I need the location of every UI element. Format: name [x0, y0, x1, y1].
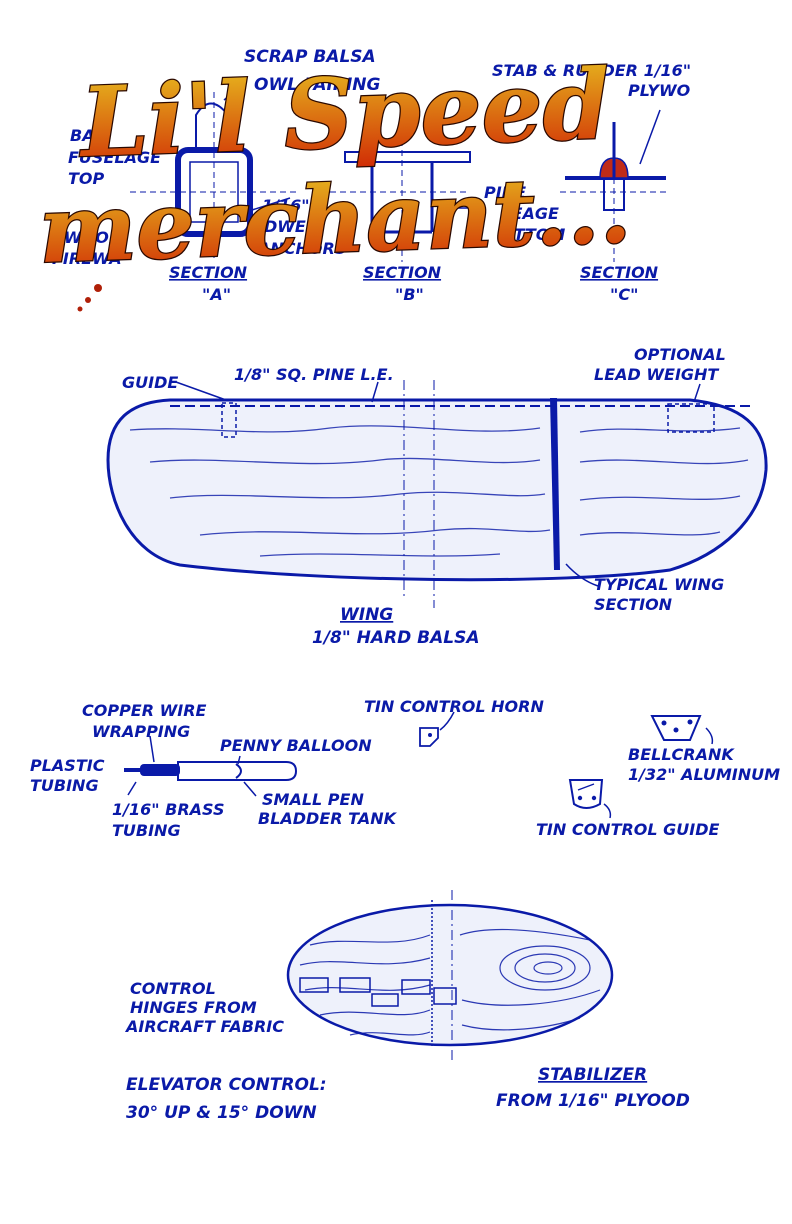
label-dowel-fairing: OWL FAIRING — [254, 75, 381, 95]
stabilizer-outline — [286, 903, 614, 1047]
label-small-pen: SMALL PEN — [262, 790, 364, 809]
label-lead-weight: LEAD WEIGHT — [594, 365, 719, 384]
hinge-tab — [299, 977, 329, 993]
section-c-title: SECTION — [580, 263, 659, 282]
section-b-letter: "B" — [395, 285, 424, 304]
section-b-drawing: PINE SEAGE OTTOM SECTION "B" — [330, 120, 565, 304]
label-pine-le: 1/8" SQ. PINE L.E. — [234, 365, 394, 384]
label-fuselage: FUSELAGE — [68, 148, 161, 167]
fuel-tank-drawing: COPPER WIRE WRAPPING PLASTIC TUBING PENN… — [30, 701, 398, 840]
label-guide: GUIDE — [122, 373, 178, 392]
title-overlay: Li'l Speed merchant... — [36, 46, 634, 312]
label-wood: WOOD — [64, 228, 122, 247]
section-a-drawing: SCRAP BALSA OWL FAIRING BAL FUSELAGE TOP… — [52, 47, 381, 304]
label-wrapping: WRAPPING — [92, 722, 190, 741]
wing-material: 1/8" HARD BALSA — [312, 628, 480, 648]
label-balsa: BAL — [70, 126, 105, 145]
stabilizer-material: FROM 1/16" PLYOOD — [496, 1091, 690, 1111]
horn-mount — [433, 987, 457, 1005]
label-elevator-range: 30° UP & 15° DOWN — [126, 1103, 317, 1123]
label-stab-rudder: STAB & RUDDER 1/16" — [492, 61, 691, 80]
title-dot — [94, 284, 102, 292]
label-bladder-tank: BLADDER TANK — [258, 809, 398, 828]
tin-control-guide — [568, 779, 604, 809]
section-a-letter: "A" — [202, 285, 231, 304]
wing-strip — [344, 151, 471, 163]
label-plastic: PLASTIC — [30, 756, 105, 775]
label-top: TOP — [68, 169, 105, 188]
bellcrank-drawing: BELLCRANK 1/32" ALUMINUM — [628, 715, 780, 784]
label-bellcrank: BELLCRANK — [628, 745, 735, 764]
bladder-tank — [177, 761, 298, 781]
hinge-tab — [401, 979, 431, 995]
label-aircraft-fabric: AIRCRAFT FABRIC — [124, 1017, 284, 1036]
label-bottom: OTTOM — [500, 225, 565, 244]
control-guide-drawing: TIN CONTROL GUIDE — [536, 779, 720, 839]
label-dowel-size: 1/16" — [262, 196, 310, 215]
label-control: CONTROL — [130, 979, 216, 998]
label-penny-balloon: PENNY BALLOON — [220, 736, 372, 755]
label-typical-wing: TYPICAL WING — [594, 575, 724, 594]
label-brass-tubing: TUBING — [112, 821, 181, 840]
lead-weight-outline — [667, 403, 715, 433]
stabilizer-title: STABILIZER — [538, 1065, 647, 1085]
label-plywood: PLYWO — [628, 81, 691, 100]
label-firewall: FIREWA — [52, 249, 122, 268]
wing-outline — [106, 398, 768, 582]
dowel-leader — [251, 197, 291, 211]
typical-wing-section — [550, 398, 560, 570]
label-control-guide: TIN CONTROL GUIDE — [536, 820, 720, 839]
guide-outline — [221, 402, 237, 438]
label-fuselage-b: SEAGE — [500, 204, 559, 223]
control-horn-drawing: TIN CONTROL HORN — [364, 697, 544, 747]
section-c-letter: "C" — [610, 285, 638, 304]
section-c-drawing: STAB & RUDDER 1/16" PLYWO SECTION "C" — [492, 61, 691, 304]
label-elevator-control: ELEVATOR CONTROL: — [126, 1075, 327, 1095]
scrap-balsa-fairing — [195, 102, 229, 151]
title-line-2: merchant... — [37, 155, 633, 284]
wing-title: WING — [340, 605, 393, 625]
wing-grain — [129, 425, 749, 557]
label-control-horn: TIN CONTROL HORN — [364, 697, 544, 716]
label-pine: PINE — [484, 183, 526, 202]
label-copper-wire: COPPER WIRE — [82, 701, 207, 720]
stab-leader — [639, 109, 661, 165]
hinge-tab — [371, 993, 399, 1007]
section-b-title: SECTION — [363, 263, 442, 282]
copper-wire-wrap — [140, 764, 180, 776]
section-a-title: SECTION — [169, 263, 248, 282]
label-optional: OPTIONAL — [634, 345, 726, 364]
bellcrank-plate — [650, 715, 702, 741]
label-scrap-balsa: SCRAP BALSA — [244, 47, 376, 67]
label-aluminum: 1/32" ALUMINUM — [628, 765, 780, 784]
fairing-leader — [223, 83, 245, 101]
title-dot — [77, 306, 83, 312]
label-section: SECTION — [594, 595, 673, 614]
hinge-tab — [339, 977, 371, 993]
stabilizer-drawing: CONTROL HINGES FROM AIRCRAFT FABRIC ELEV… — [124, 890, 690, 1123]
balloon-tie — [235, 763, 242, 779]
label-brass: 1/16" BRASS — [112, 800, 225, 819]
label-hinges-from: HINGES FROM — [130, 998, 257, 1017]
stabilizer-grain — [299, 928, 601, 1036]
label-anchors: ANCHORS — [256, 239, 346, 258]
label-dowel: DWEL — [264, 217, 316, 236]
label-plastic-tubing: TUBING — [30, 776, 99, 795]
tin-control-horn — [419, 727, 439, 747]
wing-drawing: GUIDE 1/8" SQ. PINE L.E. OPTIONAL LEAD W… — [106, 345, 768, 648]
title-line-1: Li'l Speed — [76, 48, 612, 179]
title-dot — [85, 297, 91, 303]
